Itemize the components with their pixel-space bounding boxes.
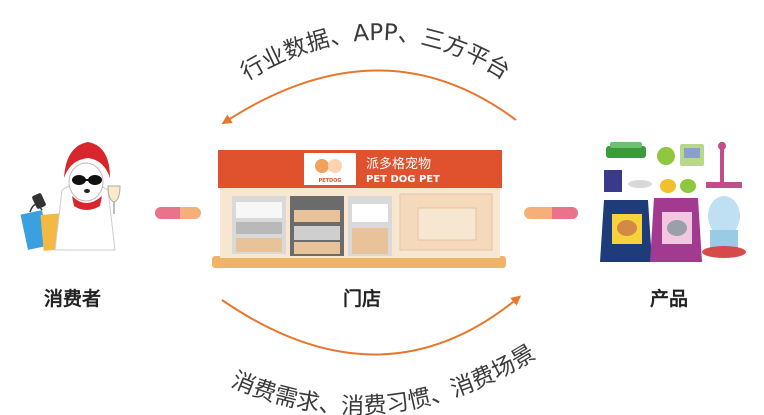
consumer-store-connector — [155, 207, 201, 219]
store-product-connector — [524, 207, 578, 219]
product-illustration — [600, 142, 746, 262]
bottom-flow-arrow — [221, 295, 522, 356]
top-flow-label: 行业数据、APP、三方平台 — [237, 20, 515, 86]
product-label: 产品 — [650, 288, 689, 310]
svg-text:PETDOG: PETDOG — [319, 178, 342, 184]
consumer-illustration — [20, 142, 121, 251]
store-sign-text: 派多格宠物 — [366, 156, 431, 172]
bottom-flow-label: 消费需求、消费习惯、消费场景 — [228, 340, 540, 415]
store-label: 门店 — [343, 288, 382, 310]
consumer-label: 消费者 — [44, 288, 102, 310]
store-illustration: PETDOG 派多格宠物 PET DOG PET — [212, 150, 506, 268]
store-sign-subtext: PET DOG PET — [366, 174, 440, 185]
top-flow-arrow — [221, 69, 517, 125]
